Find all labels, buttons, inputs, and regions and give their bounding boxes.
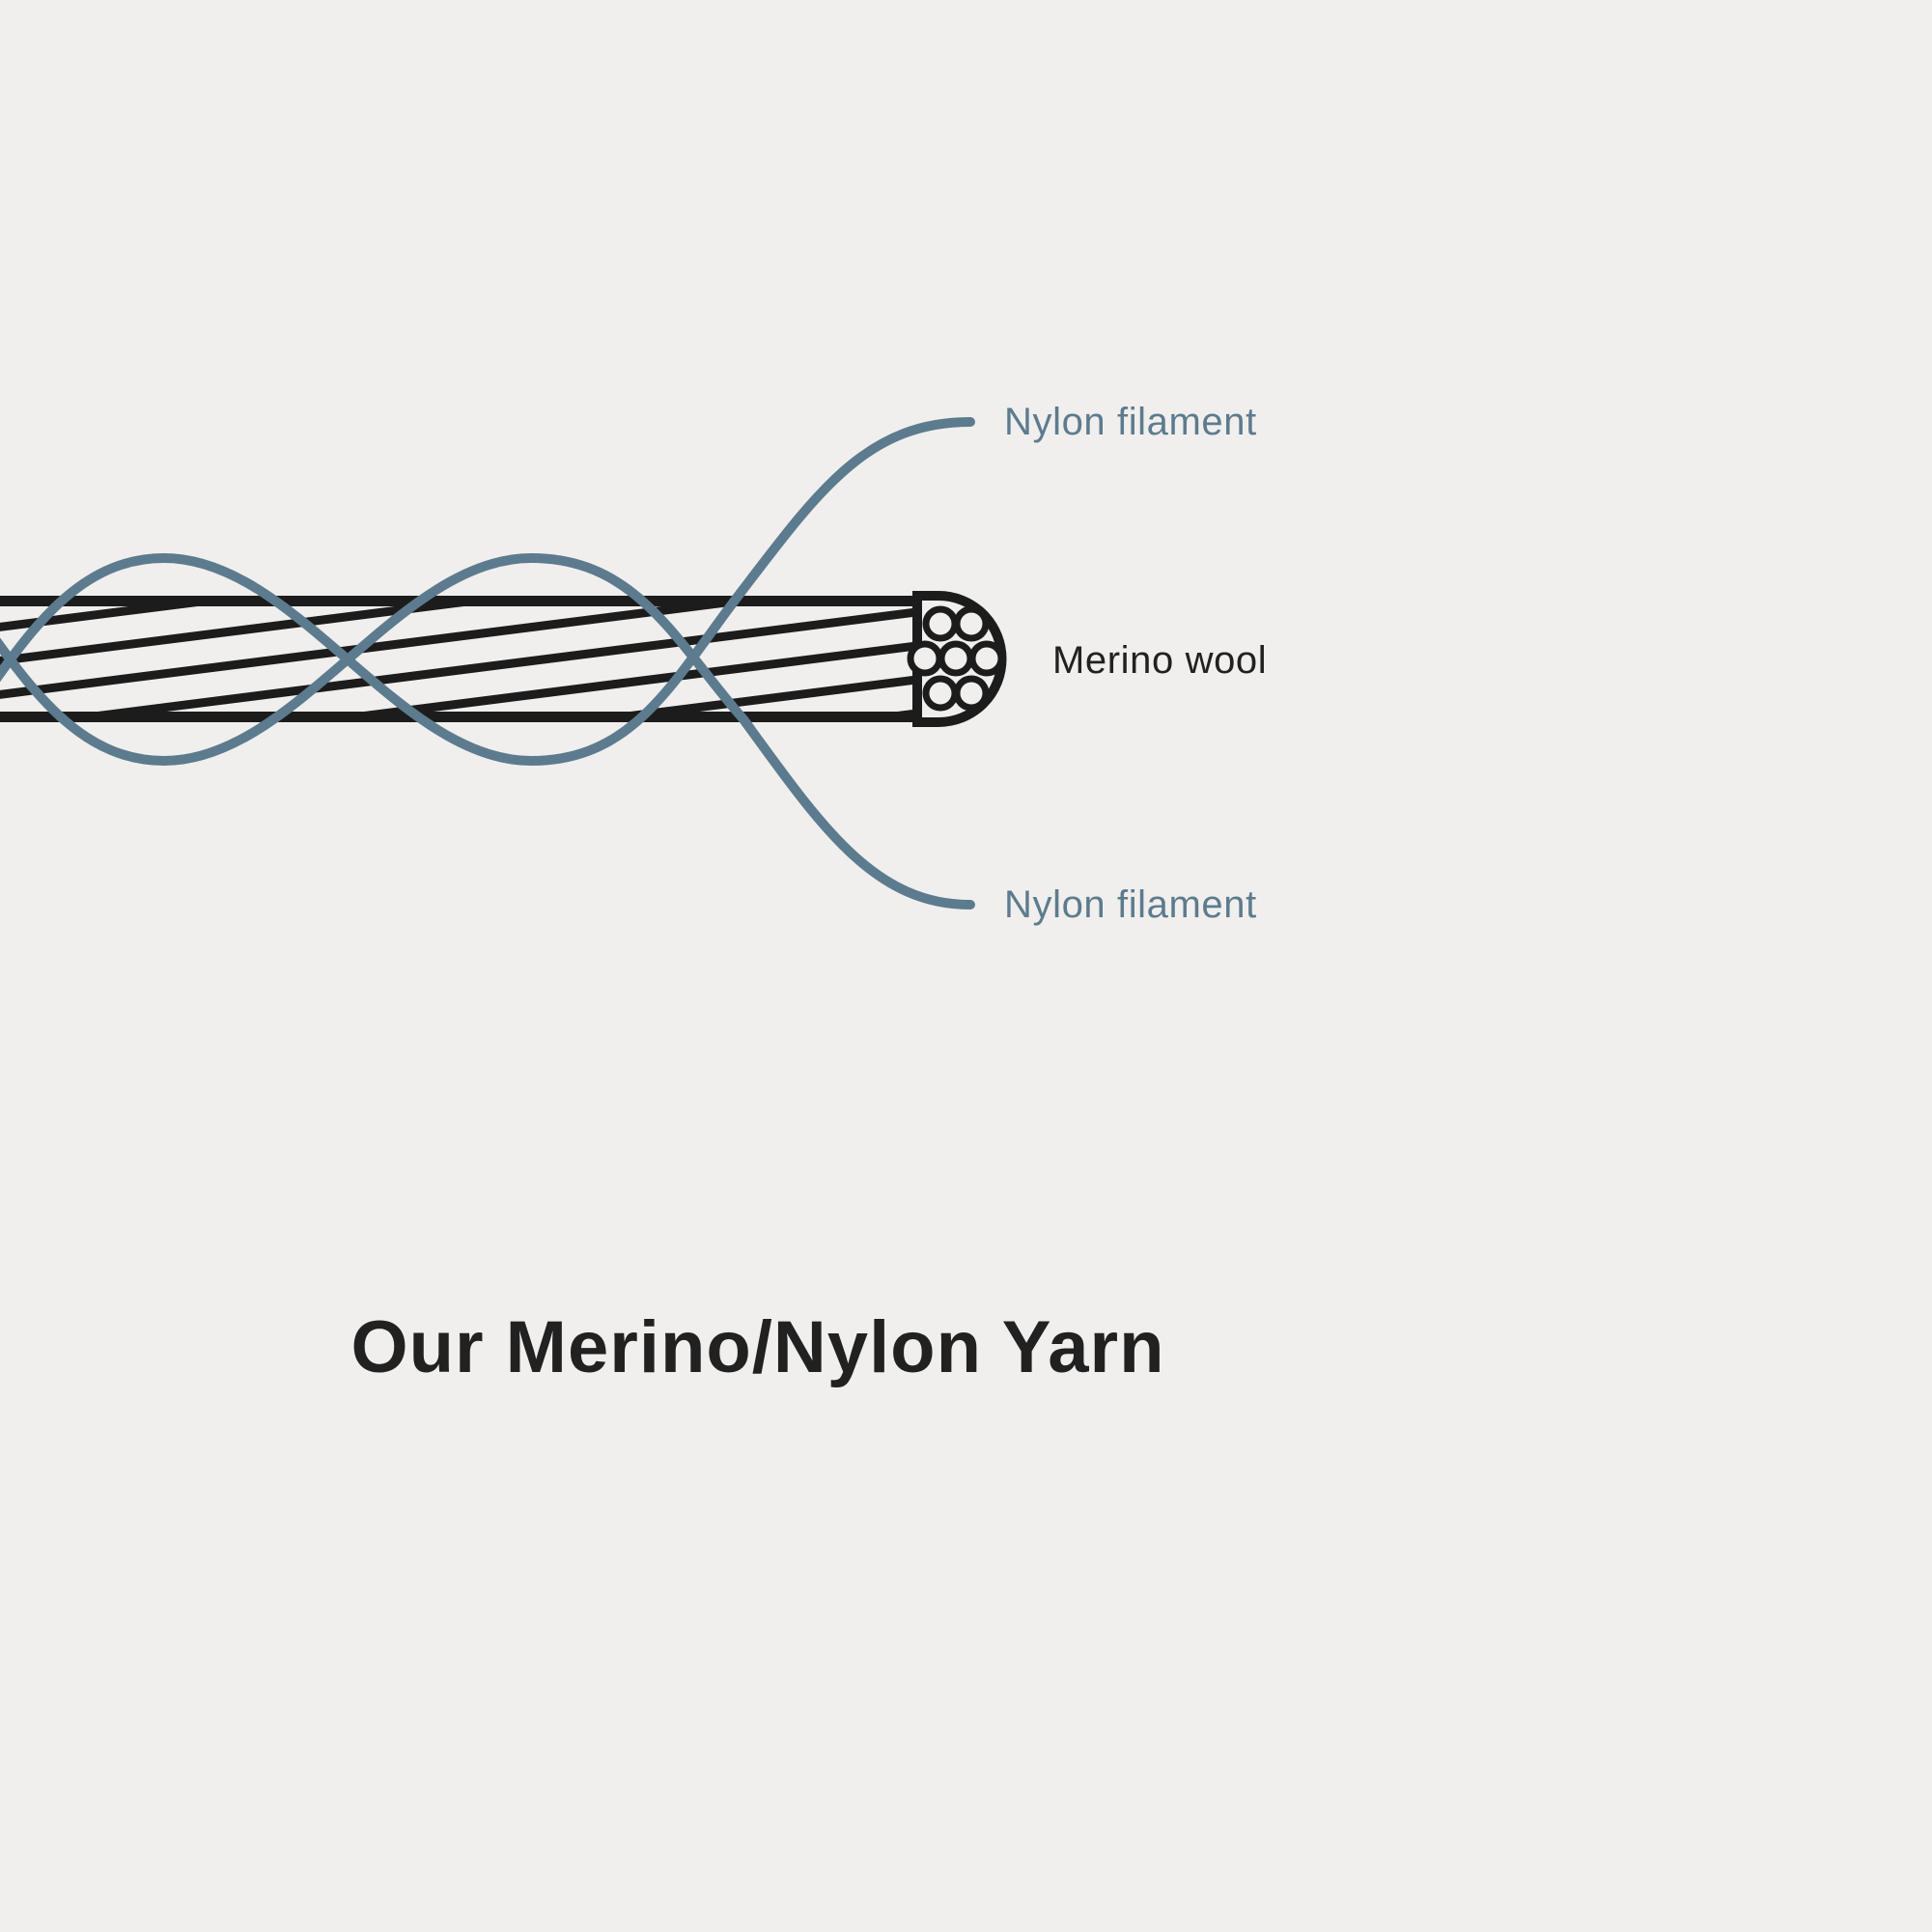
nylon-filaments <box>0 417 975 910</box>
page-title: Our Merino/Nylon Yarn <box>350 1306 1165 1388</box>
label-nylon-filament-bottom: Nylon filament <box>1004 883 1257 926</box>
nylon-filament-top-wave <box>0 417 975 767</box>
label-nylon-filament-top: Nylon filament <box>1004 401 1257 443</box>
nylon-filament-bottom-wave <box>0 552 975 910</box>
label-merino-wool: Merino wool <box>1052 639 1268 682</box>
yarn-cross-section <box>907 591 1007 727</box>
fibre-bundle <box>907 605 1005 712</box>
merino-yarn-core <box>0 596 921 722</box>
